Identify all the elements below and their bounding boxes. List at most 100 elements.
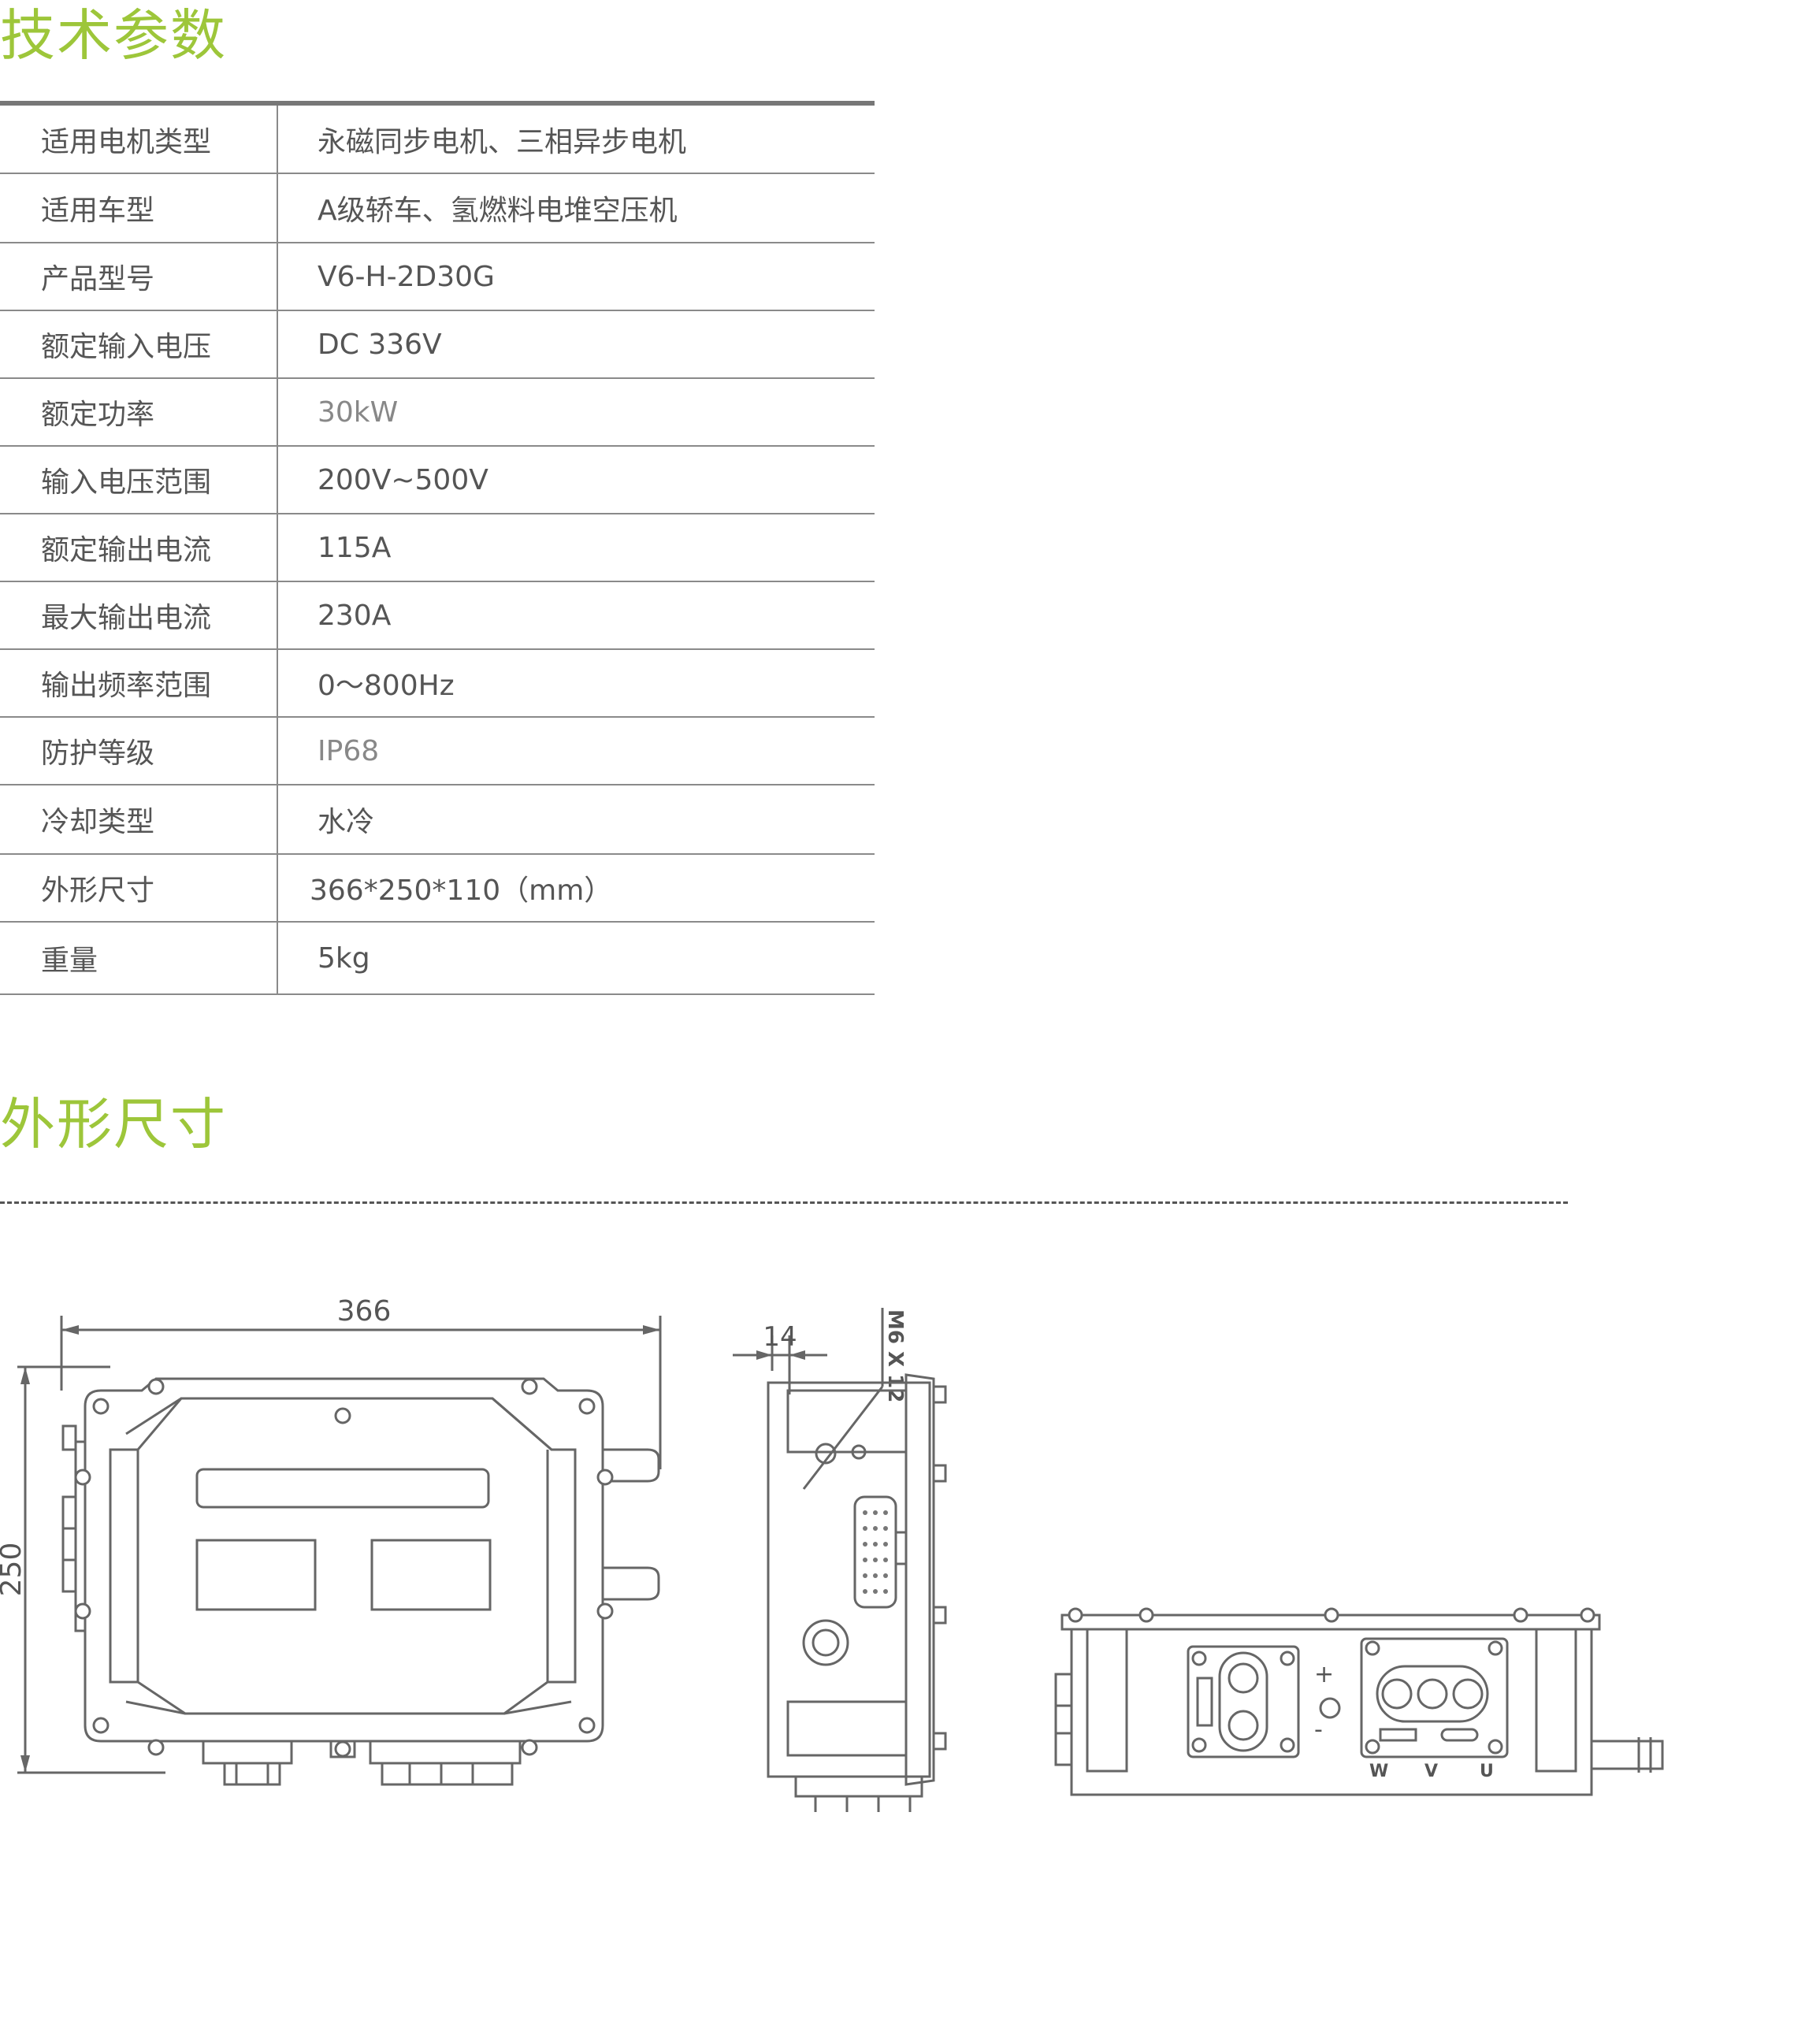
coolant-pipe-top xyxy=(603,1448,660,1483)
spec-label: 外形尺寸 xyxy=(0,854,278,923)
housing-outline xyxy=(84,1377,604,1743)
ac-pin-u xyxy=(1452,1678,1484,1710)
side-bottom-connectors xyxy=(794,1777,923,1812)
bottom-connector-left xyxy=(223,1763,281,1786)
bottom-connector-right-base xyxy=(369,1741,522,1765)
connector-pins xyxy=(863,1510,888,1594)
spec-value: 水冷 xyxy=(277,785,875,855)
dashed-divider xyxy=(0,1201,1568,1204)
dim-arrows-side xyxy=(756,1350,805,1360)
dc-latch xyxy=(1196,1677,1213,1727)
spec-label: 额定输入电压 xyxy=(0,310,278,379)
spec-value: 永磁同步电机、三相异步电机 xyxy=(277,106,875,174)
ac-connector xyxy=(1376,1665,1489,1723)
bolt-group xyxy=(74,1378,614,1758)
spec-label: 输出频率范围 xyxy=(0,649,278,718)
coolant-pipe-bottom xyxy=(603,1566,660,1601)
top-window xyxy=(195,1468,490,1509)
spec-value: 230A xyxy=(277,581,875,650)
spec-label: 重量 xyxy=(0,922,278,995)
spec-label: 输入电压范围 xyxy=(0,446,278,514)
signal-connector-latch xyxy=(896,1531,908,1565)
phase-label-w: W xyxy=(1369,1762,1388,1781)
dc-plate-bolts xyxy=(1191,1651,1295,1753)
minus-label: - xyxy=(1314,1716,1323,1743)
ac-label-plate-2 xyxy=(1440,1728,1479,1742)
spec-value: A级轿车、氢燃料电堆空压机 xyxy=(277,173,875,243)
front-view: 366 250 xyxy=(0,1295,662,1786)
side-tabs xyxy=(934,1385,947,1751)
plus-label: + xyxy=(1314,1661,1334,1688)
side-housing xyxy=(767,1381,931,1778)
spec-label: 最大输出电流 xyxy=(0,581,278,650)
right-window xyxy=(370,1539,492,1611)
spec-label: 冷却类型 xyxy=(0,785,278,855)
dc-pin-bottom xyxy=(1228,1710,1259,1741)
bottom-connector-right xyxy=(381,1763,514,1786)
ground-stud xyxy=(1319,1697,1341,1719)
spec-value: 30kW xyxy=(277,378,875,447)
cover-panel xyxy=(109,1397,577,1715)
table-row: 冷却类型水冷 xyxy=(0,785,875,855)
section-title-specs: 技术参数 xyxy=(0,3,227,68)
spec-label: 防护等级 xyxy=(0,717,278,785)
table-top-rule xyxy=(0,101,875,106)
dim-height-label: 250 xyxy=(0,1543,28,1597)
spec-value: DC 336V xyxy=(277,310,875,379)
phase-label-v: V xyxy=(1424,1762,1438,1781)
right-end-block xyxy=(1535,1628,1577,1773)
side-bolt xyxy=(815,1443,837,1465)
left-connector xyxy=(61,1495,77,1593)
spec-value: 5kg xyxy=(277,922,875,995)
bottom-housing xyxy=(1070,1628,1593,1796)
bottom-plug-mid xyxy=(329,1741,356,1758)
dim-width-label: 366 xyxy=(337,1295,392,1328)
signal-connector xyxy=(853,1495,897,1609)
vent-inner xyxy=(812,1628,840,1657)
ac-plate-bolts xyxy=(1365,1640,1503,1755)
ac-pin-v xyxy=(1417,1678,1448,1710)
section-title-dimensions: 外形尺寸 xyxy=(0,1092,227,1157)
spec-label: 额定功率 xyxy=(0,378,278,447)
bottom-view: + - W V U xyxy=(1054,1607,1664,1796)
signal-plug xyxy=(1054,1673,1073,1766)
spec-value: 200V~500V xyxy=(277,446,875,514)
dim-side-label: 14 xyxy=(763,1321,797,1353)
coolant-fitting xyxy=(1592,1737,1664,1773)
dimension-drawing: 366 250 xyxy=(0,1295,1664,1812)
dc-pin-top xyxy=(1228,1662,1259,1694)
callout-leader xyxy=(802,1386,884,1490)
left-stub xyxy=(61,1424,77,1451)
left-end-block xyxy=(1086,1628,1128,1773)
rail-bolts xyxy=(1068,1607,1595,1623)
spec-label: 适用电机类型 xyxy=(0,106,278,174)
spec-label: 额定输出电流 xyxy=(0,514,278,582)
side-bolt-small xyxy=(851,1444,867,1460)
spec-value: 115A xyxy=(277,514,875,582)
ac-connector-plate xyxy=(1360,1637,1509,1758)
spec-label: 适用车型 xyxy=(0,173,278,243)
side-flange xyxy=(904,1373,935,1786)
bolt-callout-label: M6 X 12 xyxy=(883,1309,907,1402)
side-view: 14 M6 X 12 xyxy=(733,1308,947,1812)
bottom-connector-left-base xyxy=(202,1741,293,1765)
table-row: 适用电机类型永磁同步电机、三相异步电机 xyxy=(0,106,875,174)
spec-value: V6-H-2D30G xyxy=(277,243,875,311)
spec-value: IP68 xyxy=(277,717,875,785)
phase-label-u: U xyxy=(1480,1762,1494,1781)
dc-connector xyxy=(1218,1651,1268,1752)
spec-label: 产品型号 xyxy=(0,243,278,311)
spec-value: 0～800Hz xyxy=(277,649,875,718)
